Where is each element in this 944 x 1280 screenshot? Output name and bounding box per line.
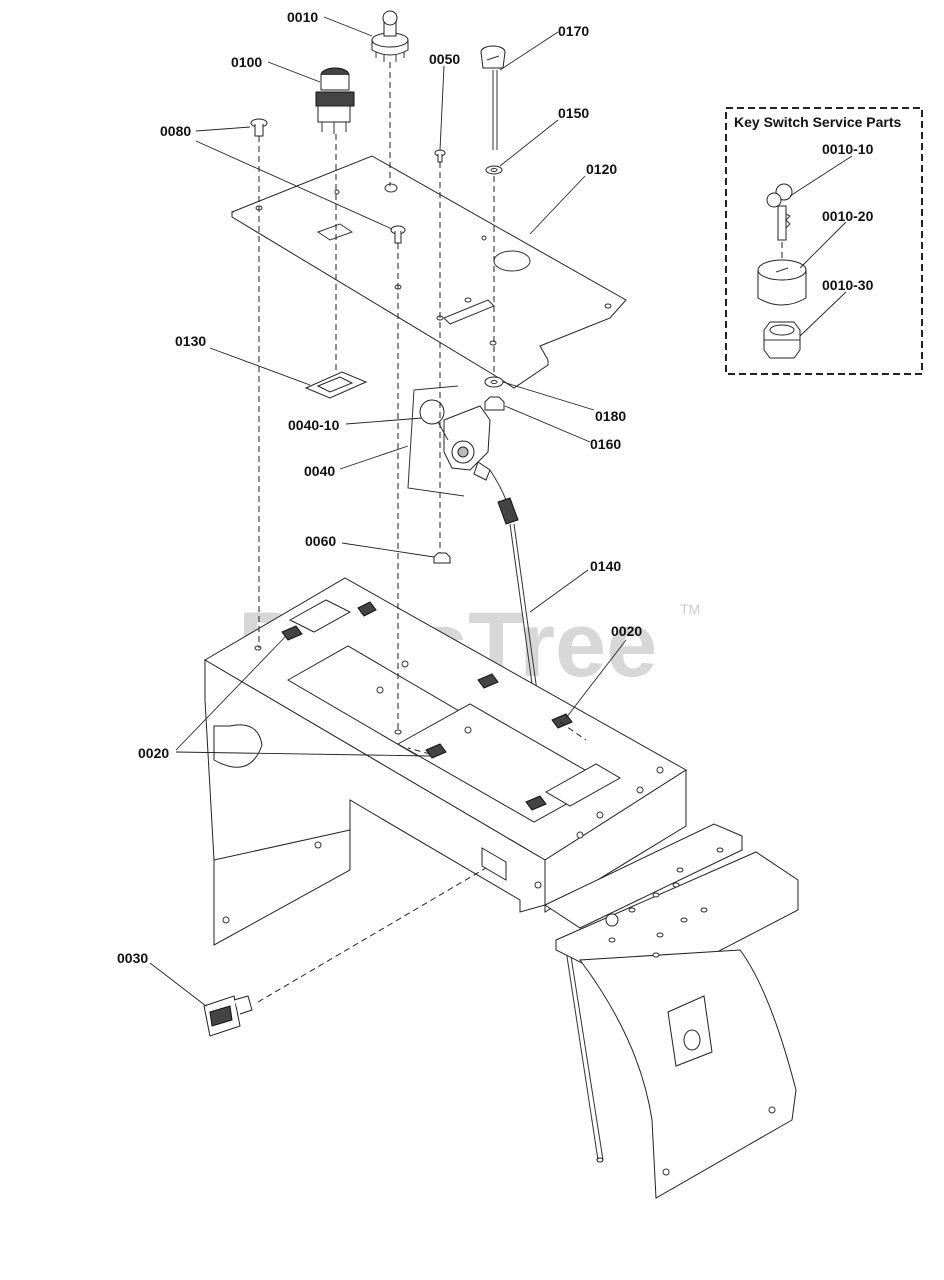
callout-0040-10: 0040-10 bbox=[288, 417, 340, 433]
callout-0040: 0040 bbox=[304, 463, 335, 479]
throttle-opening bbox=[493, 250, 531, 272]
callout-0130: 0130 bbox=[175, 333, 206, 349]
callout-0080: 0080 bbox=[160, 123, 191, 139]
callout-0020-right: 0020 bbox=[611, 623, 642, 639]
trademark-text: TM bbox=[680, 601, 700, 617]
callout-0150: 0150 bbox=[558, 105, 589, 121]
screw-0080-top[interactable] bbox=[250, 118, 268, 137]
callout-0050: 0050 bbox=[429, 51, 460, 67]
connector-opening bbox=[481, 847, 507, 881]
callout-0030: 0030 bbox=[117, 950, 148, 966]
service-label-0010-10: 0010-10 bbox=[822, 141, 874, 157]
washer-0150[interactable] bbox=[485, 165, 503, 175]
screw-0050[interactable] bbox=[434, 149, 446, 163]
callout-0120: 0120 bbox=[586, 161, 617, 177]
washer-0180[interactable] bbox=[484, 376, 504, 388]
callout-0060: 0060 bbox=[305, 533, 336, 549]
callout-0160: 0160 bbox=[590, 436, 621, 452]
callouts: 0010 0100 0050 0170 0080 0150 0120 0130 … bbox=[117, 9, 642, 966]
callout-0020-left: 0020 bbox=[138, 745, 169, 761]
clip-0020-c[interactable] bbox=[477, 673, 499, 689]
nut-0160[interactable] bbox=[484, 396, 505, 411]
leader-lines bbox=[149, 16, 627, 1007]
throttle-control-assembly[interactable] bbox=[407, 385, 491, 497]
clip-0020-b[interactable] bbox=[357, 601, 377, 617]
assembly-lines bbox=[257, 62, 587, 1003]
pto-switch[interactable] bbox=[315, 67, 355, 134]
nut-0060[interactable] bbox=[433, 552, 451, 564]
service-cap[interactable] bbox=[757, 259, 807, 306]
switch-bezel[interactable] bbox=[304, 371, 368, 399]
ignition-switch[interactable] bbox=[371, 10, 409, 62]
callout-0170: 0170 bbox=[558, 23, 589, 39]
switch-opening bbox=[316, 223, 354, 241]
service-label-0010-20: 0010-20 bbox=[822, 208, 874, 224]
callout-0180: 0180 bbox=[595, 408, 626, 424]
service-key[interactable] bbox=[766, 183, 793, 241]
clip-0020-f[interactable] bbox=[525, 795, 547, 811]
throttle-knob[interactable] bbox=[480, 45, 506, 150]
clip-0020-e[interactable] bbox=[425, 743, 447, 759]
service-label-0010-30: 0010-30 bbox=[822, 277, 874, 293]
callout-0100: 0100 bbox=[231, 54, 262, 70]
clip-0020-a[interactable] bbox=[281, 625, 303, 641]
callout-0140: 0140 bbox=[590, 558, 621, 574]
connector-0030[interactable] bbox=[203, 995, 253, 1037]
dash-plate[interactable] bbox=[230, 155, 627, 389]
lower-support-bracket[interactable] bbox=[543, 823, 799, 1199]
console-frame[interactable] bbox=[204, 577, 687, 946]
service-nut[interactable] bbox=[763, 321, 801, 359]
callout-0010: 0010 bbox=[287, 9, 318, 25]
service-parts-box: Key Switch Service Parts 0010-10 0010-20… bbox=[725, 107, 923, 375]
service-box-title: Key Switch Service Parts bbox=[734, 114, 902, 130]
clip-0020-d[interactable] bbox=[551, 713, 573, 729]
service-box-border bbox=[725, 107, 923, 375]
